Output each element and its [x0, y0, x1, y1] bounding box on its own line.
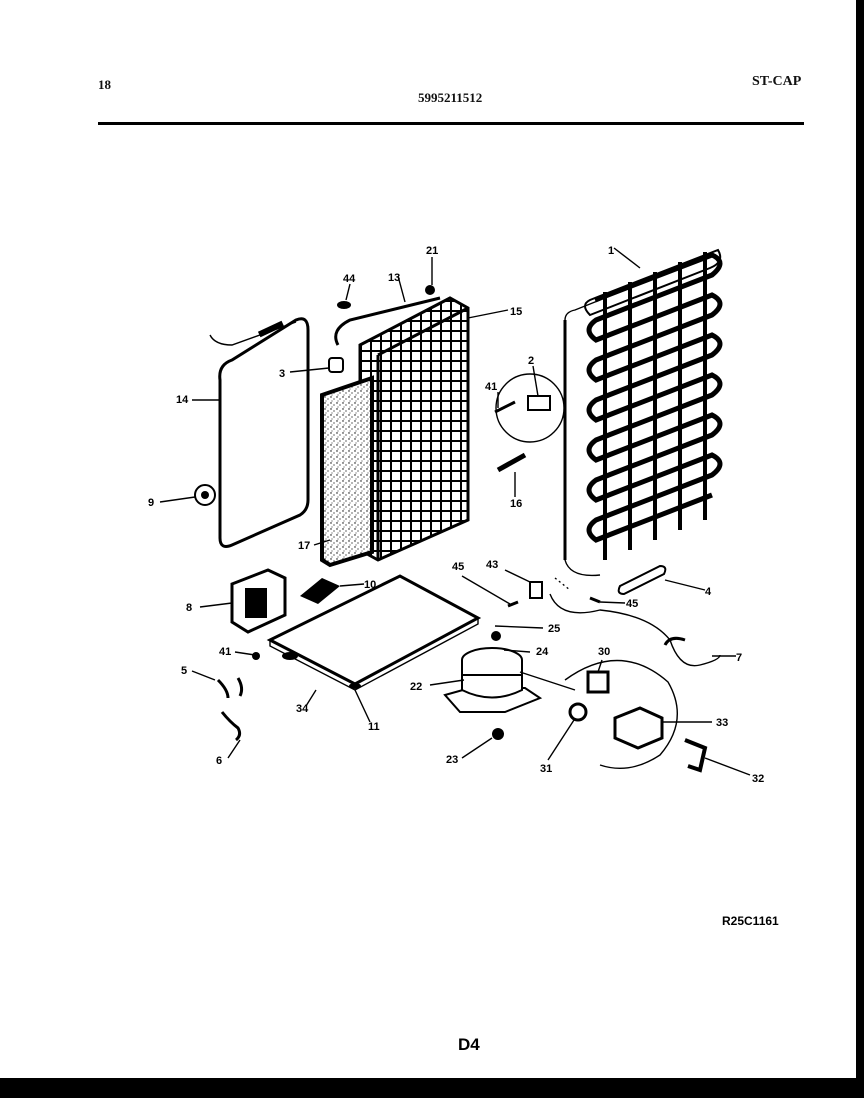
drawing-code: R25C1161	[722, 914, 779, 928]
callout-13: 13	[388, 272, 400, 284]
callout-32: 32	[752, 773, 764, 785]
callout-22: 22	[410, 681, 422, 693]
callout-25: 25	[548, 623, 560, 635]
callout-16: 16	[510, 498, 522, 510]
callout-15: 15	[510, 306, 522, 318]
insulation-panel	[320, 375, 374, 568]
drier	[617, 564, 667, 596]
callout-11: 11	[368, 721, 380, 733]
small-parts	[194, 285, 527, 506]
page-code: D4	[458, 1035, 480, 1054]
condenser-coil	[563, 248, 723, 577]
detail-circle-upper	[494, 373, 565, 443]
exploded-parts-diagram: 1 2 3 4 5 6 7 8 9 10 11 13 14 15 16 17 2…	[148, 245, 764, 785]
page-number: 18	[98, 77, 111, 92]
callout-41-lower: 41	[219, 646, 231, 658]
callout-33: 33	[716, 717, 728, 729]
callout-44: 44	[343, 273, 356, 285]
callout-41-upper: 41	[485, 381, 497, 393]
part-number: 5995211512	[418, 90, 483, 105]
callout-23: 23	[446, 754, 458, 766]
diagram-page: 18 5995211512 ST-CAP	[0, 0, 856, 1078]
callout-30: 30	[598, 646, 610, 658]
callout-3: 3	[279, 368, 285, 380]
callout-45-right: 45	[626, 598, 638, 610]
header-rule	[98, 122, 804, 125]
callout-14: 14	[176, 394, 189, 406]
callout-34: 34	[296, 703, 309, 715]
callout-45-left: 45	[452, 561, 464, 573]
evaporator-coil	[358, 296, 470, 562]
clip	[300, 578, 340, 604]
base-plate	[266, 574, 482, 691]
callout-21: 21	[426, 245, 438, 257]
callout-4: 4	[705, 586, 712, 598]
compressor	[443, 631, 543, 740]
callout-labels: 1 2 3 4 5 6 7 8 9 10 11 13 14 15 16 17 2…	[148, 245, 764, 785]
leader-lines	[159, 247, 751, 776]
callout-24: 24	[536, 646, 549, 658]
callout-8: 8	[186, 602, 192, 614]
callout-10: 10	[364, 579, 376, 591]
callout-5: 5	[181, 665, 187, 677]
bracket	[230, 568, 287, 634]
callout-6: 6	[216, 755, 222, 767]
capillary-end	[663, 636, 686, 646]
wires	[216, 652, 260, 742]
callout-2: 2	[528, 355, 534, 367]
callout-43: 43	[486, 559, 498, 571]
callout-7: 7	[736, 652, 742, 664]
callout-31: 31	[540, 763, 552, 775]
hardware-parts	[507, 577, 601, 608]
callout-9: 9	[148, 497, 154, 509]
callout-17: 17	[298, 540, 310, 552]
callout-1: 1	[608, 245, 614, 257]
tube	[334, 296, 441, 346]
relay-detail	[519, 659, 708, 773]
cover-plate	[209, 317, 310, 548]
model-code: ST-CAP	[752, 74, 802, 89]
